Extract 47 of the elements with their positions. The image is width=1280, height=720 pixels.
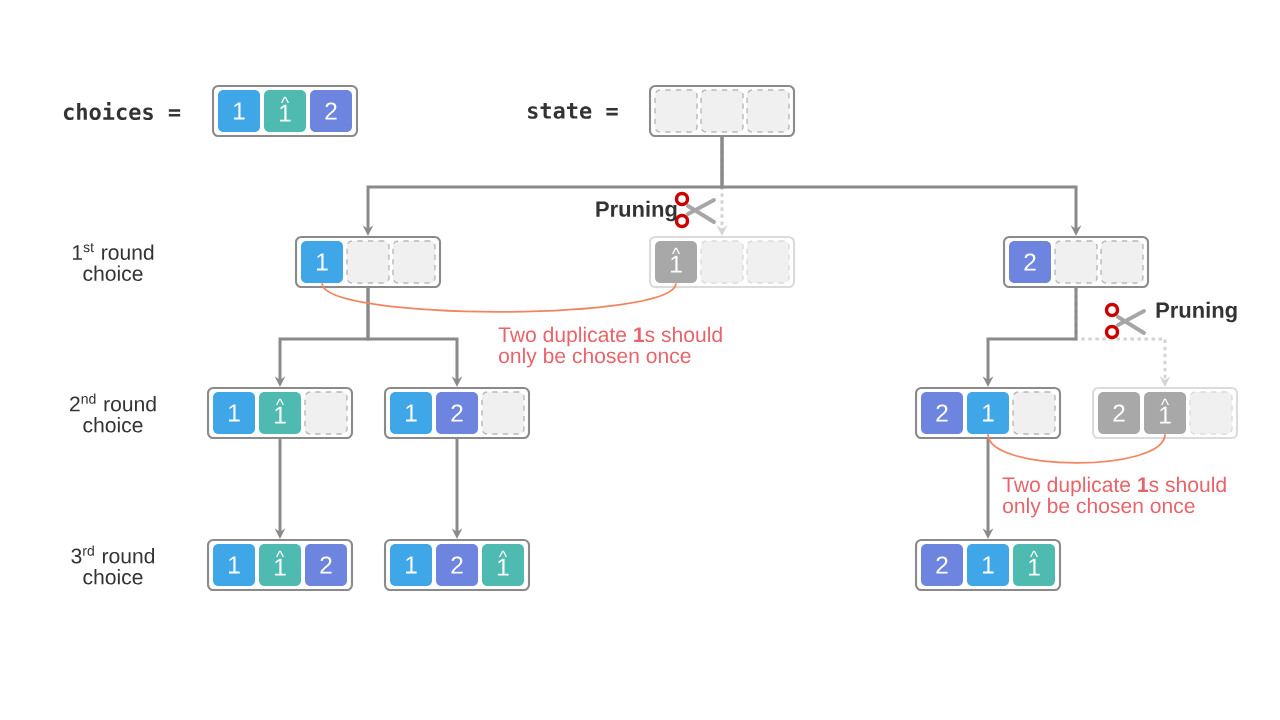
number-cell: 1 — [390, 544, 432, 586]
number-cell: ^ 1 — [259, 544, 301, 586]
number-cell: ^ 1 — [1144, 392, 1186, 434]
number-cell: ^ 1 — [482, 544, 524, 586]
empty-cell — [1054, 240, 1098, 284]
number-cell: 2 — [436, 392, 478, 434]
number-cell: 1 — [213, 544, 255, 586]
number-cell: ^ 1 — [655, 241, 697, 283]
empty-cell — [1189, 391, 1233, 435]
pruning-label: Pruning — [1156, 301, 1237, 323]
number-cell: 1 — [390, 392, 432, 434]
pruning-label: Pruning — [596, 200, 677, 222]
empty-cell — [746, 240, 790, 284]
round-label: 3$^{rd}$ round choice — [71, 545, 155, 585]
curved-line — [987, 433, 1166, 464]
empty-cell — [481, 391, 525, 435]
empty-cell — [746, 89, 790, 133]
note-text: Two duplicate 1s should only be chosen once — [498, 326, 722, 368]
empty-cell — [700, 89, 744, 133]
empty-cell — [700, 240, 744, 284]
number-cell: ^ 1 — [264, 90, 306, 132]
round-label: 2$^{nd}$ round choice — [70, 393, 156, 433]
number-cell: 1 — [301, 241, 343, 283]
number-cell: 2 — [1098, 392, 1140, 434]
number-cell: 1 — [967, 392, 1009, 434]
note-text: Two duplicate 1s should only be chosen once — [1002, 476, 1226, 518]
number-cell: 2 — [305, 544, 347, 586]
empty-cell — [1012, 391, 1056, 435]
number-cell: 2 — [921, 544, 963, 586]
number-cell: 2 — [436, 544, 478, 586]
number-cell: 1 — [213, 392, 255, 434]
number-cell: ^ 1 — [259, 392, 301, 434]
code-label: state = — [527, 103, 618, 119]
number-cell: 2 — [1009, 241, 1051, 283]
empty-cell — [392, 240, 436, 284]
number-cell: 1 — [967, 544, 1009, 586]
empty-cell — [1100, 240, 1144, 284]
code-label: choices = — [63, 101, 181, 121]
empty-cell — [654, 89, 698, 133]
round-label: 1$^{st}$ round choice — [72, 243, 154, 281]
empty-cell — [304, 391, 348, 435]
number-cell: ^ 1 — [1013, 544, 1055, 586]
number-cell: 2 — [921, 392, 963, 434]
number-cell: 2 — [310, 90, 352, 132]
empty-cell — [346, 240, 390, 284]
number-cell: 1 — [218, 90, 260, 132]
curved-line — [321, 282, 677, 313]
